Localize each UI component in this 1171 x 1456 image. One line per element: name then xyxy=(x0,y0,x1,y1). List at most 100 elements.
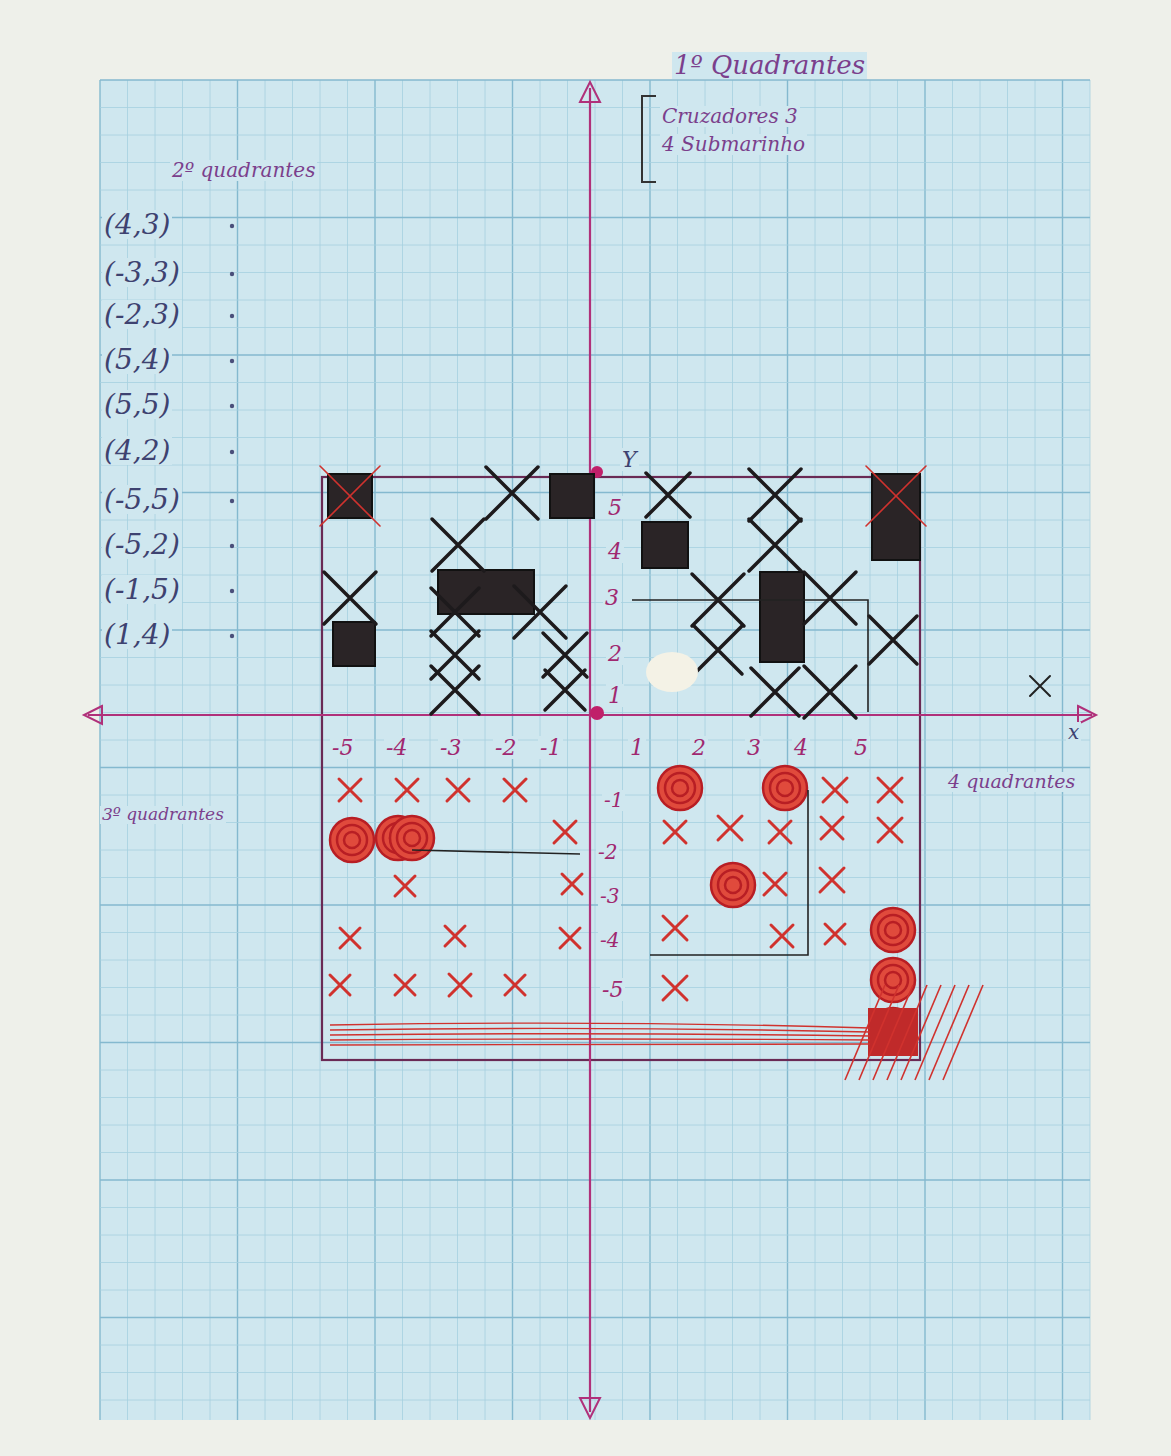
grid-line xyxy=(100,960,1090,961)
scribble-line xyxy=(330,1023,870,1028)
grid-line xyxy=(100,272,1090,273)
grid-line xyxy=(237,80,238,1420)
grid-line xyxy=(100,354,1090,355)
grid-line xyxy=(100,1290,1090,1291)
ship-cell xyxy=(333,622,375,666)
grid-line xyxy=(100,190,1090,191)
axis-arrowhead xyxy=(580,82,600,102)
list-dot xyxy=(230,404,234,408)
grid-line xyxy=(100,850,1090,851)
miss-mark xyxy=(449,974,471,996)
grid-line xyxy=(952,80,953,1420)
axes xyxy=(84,82,1096,1418)
grid-line xyxy=(100,767,1090,768)
axis-number: -5 xyxy=(330,736,355,759)
grid-line xyxy=(100,685,1090,686)
hit-mark xyxy=(665,773,695,803)
grid-line xyxy=(100,1372,1090,1373)
miss-mark xyxy=(562,874,582,894)
grid-line xyxy=(100,1207,1090,1208)
fleet-note: Cruzadores 3 xyxy=(660,106,800,127)
grid-line xyxy=(980,80,981,1420)
miss-mark xyxy=(447,779,469,801)
axis-number: -4 xyxy=(384,736,409,759)
axis-number: 1 xyxy=(606,684,624,707)
grid-line xyxy=(897,80,898,1420)
miss-mark xyxy=(878,778,902,802)
miss-mark xyxy=(823,778,847,802)
coordinate-pair: (-1,5) xyxy=(102,575,182,604)
grid-line xyxy=(1062,80,1063,1420)
grid-line xyxy=(100,217,1090,218)
hit-mark xyxy=(711,863,755,907)
grid-line xyxy=(320,80,321,1420)
grid-line xyxy=(100,602,1090,603)
grid-line xyxy=(430,80,431,1420)
miss-mark xyxy=(749,469,801,521)
miss-mark xyxy=(771,925,793,947)
grid-lines xyxy=(100,80,1090,1420)
axis-name: x xyxy=(1066,722,1081,743)
miss-mark xyxy=(820,868,844,892)
scribble-line xyxy=(330,1034,870,1036)
board-frame xyxy=(322,477,920,1060)
hit-mark xyxy=(878,915,908,945)
axis-arrowhead xyxy=(84,706,102,724)
axis-number: 4 xyxy=(606,540,624,563)
axis-arrowhead xyxy=(580,1398,600,1418)
ship-cell xyxy=(550,474,594,518)
grid-line xyxy=(100,465,1090,466)
coordinate-pair: (5,5) xyxy=(102,390,172,419)
miss-mark xyxy=(821,817,843,839)
grid-line xyxy=(100,1400,1090,1401)
miss-mark xyxy=(554,821,576,843)
grid-line xyxy=(100,410,1090,411)
hit-mark xyxy=(718,870,748,900)
coordinate-pair: (1,4) xyxy=(102,620,172,649)
miss-mark xyxy=(749,519,801,571)
grid-line xyxy=(100,740,1090,741)
grid-line xyxy=(100,1070,1090,1071)
grid-line xyxy=(100,575,1090,576)
grid-line xyxy=(622,80,623,1420)
hit-mark xyxy=(763,766,807,810)
scribble-line xyxy=(330,1028,870,1032)
axis-number: -3 xyxy=(598,886,621,907)
miss-mark xyxy=(324,572,376,624)
miss-mark xyxy=(486,467,538,519)
guide-line xyxy=(632,600,868,712)
graph-paper xyxy=(100,80,1090,1420)
miss-mark xyxy=(431,666,479,714)
grid-line xyxy=(100,547,1090,548)
axis-number: 5 xyxy=(852,736,870,759)
axis-number: 4 xyxy=(792,736,810,759)
axis-number: 2 xyxy=(606,642,624,665)
axis-number: 3 xyxy=(745,736,763,759)
grid-line xyxy=(787,80,788,1420)
miss-mark xyxy=(560,928,580,948)
miss-mark xyxy=(395,975,415,995)
scribble-line xyxy=(330,1044,870,1045)
y-axis xyxy=(589,88,591,1412)
list-dot xyxy=(230,359,234,363)
grid-line xyxy=(842,80,843,1420)
quadrant-title: 3º quadrantes xyxy=(100,806,226,824)
grid-line xyxy=(815,80,816,1420)
axis-number: -1 xyxy=(538,736,563,759)
grid-line xyxy=(567,80,568,1420)
coordinate-pair: (-2,3) xyxy=(102,300,182,329)
grid-line xyxy=(100,987,1090,988)
grid-line xyxy=(1007,80,1008,1420)
grid-line xyxy=(100,877,1090,878)
coordinate-pair: (4,2) xyxy=(102,436,172,465)
upper-shots xyxy=(320,466,1050,718)
bracket xyxy=(642,96,656,182)
miss-mark xyxy=(543,633,587,677)
lower-shots xyxy=(330,766,983,1080)
grid-line xyxy=(1090,80,1091,1420)
grid-line xyxy=(732,80,733,1420)
miss-mark xyxy=(432,519,484,571)
coordinate-pair: (-3,3) xyxy=(102,258,182,287)
axis-number: -1 xyxy=(602,790,625,811)
